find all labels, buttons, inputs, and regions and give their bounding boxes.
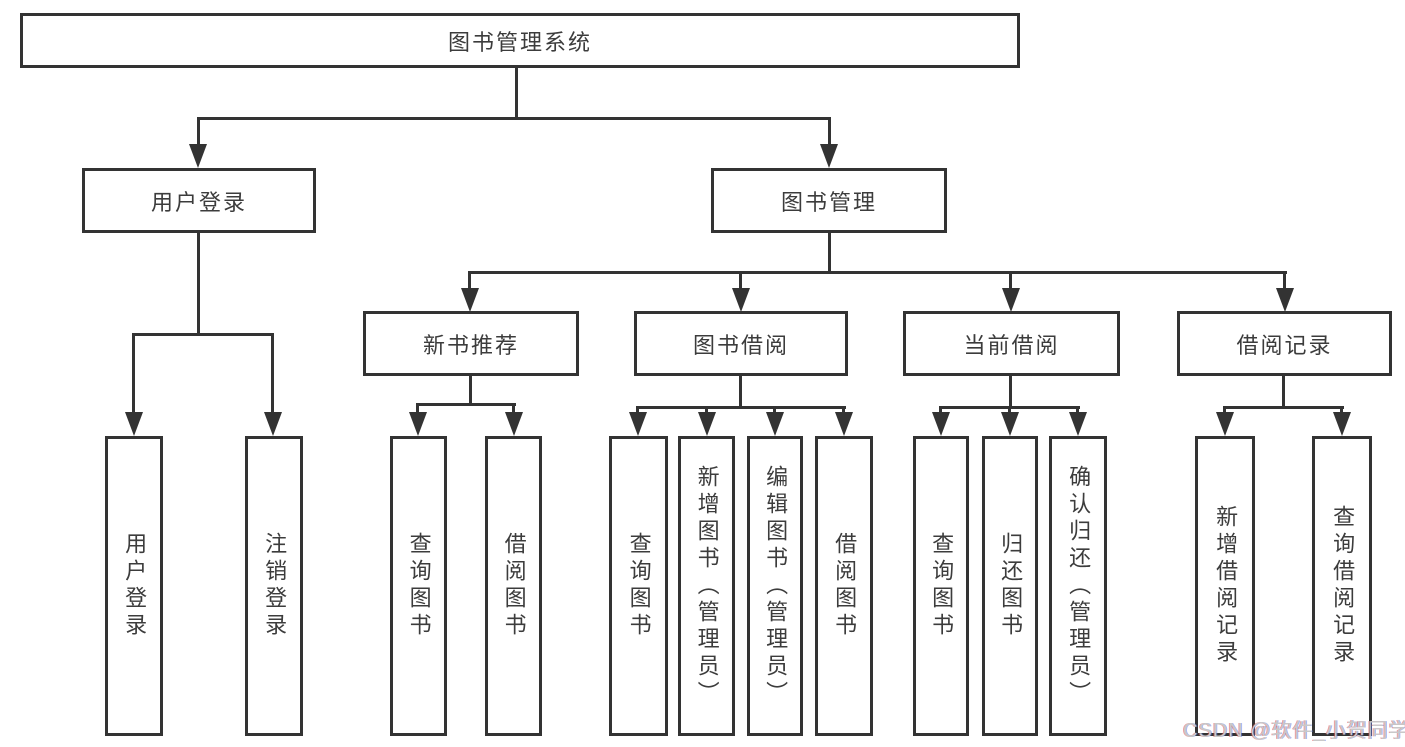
node-label: 借阅图书: [832, 532, 858, 640]
node-label: 查询图书: [929, 532, 955, 640]
edge-drop: [1340, 406, 1343, 415]
node-label: 图书管理系统: [447, 29, 592, 55]
node-label: 查询借阅记录: [1330, 505, 1356, 667]
node-op-borrow-books: 借阅图书: [815, 436, 873, 736]
arrow-down-icon: [1001, 412, 1019, 436]
edge-drop: [512, 403, 515, 415]
node-label: 注销登录: [262, 532, 288, 640]
node-op-logout: 注销登录: [245, 436, 303, 736]
node-current-borrowing: 当前借阅: [903, 311, 1120, 376]
node-label: 当前借阅: [963, 332, 1060, 358]
arrow-down-icon: [835, 412, 853, 436]
edge-drop: [773, 406, 776, 415]
node-label: 借阅图书: [501, 532, 527, 640]
edge-borrowing-records-hline: [1223, 406, 1344, 409]
arrow-down-icon: [1069, 412, 1087, 436]
arrow-down-icon: [1276, 288, 1294, 312]
node-op-query-books-borrowing: 查询图书: [609, 436, 668, 736]
csdn-watermark: CSDN @软件_小贺同学: [1183, 720, 1405, 742]
node-label: 用户登录: [150, 189, 247, 215]
arrow-down-icon: [409, 412, 427, 436]
edge-drop-current-borrowing: [1009, 271, 1012, 291]
edge-user-login-hline: [132, 333, 274, 336]
edge-drop-borrowing-records: [1283, 271, 1286, 291]
edge-drop: [636, 406, 639, 415]
node-op-query-books-current: 查询图书: [913, 436, 969, 736]
node-op-add-books-admin: 新增图书（管理员）: [678, 436, 735, 736]
arrow-down-icon: [125, 412, 143, 436]
node-label: 新增借阅记录: [1213, 505, 1239, 667]
edge-book-borrowing-stem: [739, 374, 742, 409]
edge-current-borrowing-stem: [1009, 374, 1012, 409]
node-label: 用户登录: [122, 532, 148, 640]
arrow-down-icon: [766, 412, 784, 436]
node-user-login: 用户登录: [82, 168, 316, 233]
edge-root-stem: [515, 66, 518, 119]
edge-drop-user-login: [197, 117, 200, 147]
arrow-down-icon: [698, 412, 716, 436]
arrow-down-icon: [264, 412, 282, 436]
node-label: 新增图书（管理员）: [694, 464, 720, 708]
node-op-add-borrow-record: 新增借阅记录: [1195, 436, 1255, 736]
edge-book-management-stem: [828, 231, 831, 274]
arrow-down-icon: [1333, 412, 1351, 436]
node-label: 新书推荐: [422, 332, 519, 358]
edge-drop: [842, 406, 845, 415]
edge-drop: [1223, 406, 1226, 415]
node-label: 借阅记录: [1236, 332, 1333, 358]
node-book-borrowing: 图书借阅: [634, 311, 848, 376]
edge-drop: [1008, 406, 1011, 415]
node-op-user-login: 用户登录: [105, 436, 163, 736]
edge-drop-logout-op: [271, 333, 274, 415]
node-label: 图书管理: [780, 189, 877, 215]
node-op-confirm-return-admin: 确认归还（管理员）: [1049, 436, 1107, 736]
edge-drop: [705, 406, 708, 415]
node-label: 编辑图书（管理员）: [763, 464, 789, 708]
edge-drop: [939, 406, 942, 415]
node-book-management: 图书管理: [711, 168, 947, 233]
node-op-query-books-recommend: 查询图书: [390, 436, 447, 736]
edge-drop-book-management: [828, 117, 831, 147]
arrow-down-icon: [732, 288, 750, 312]
edge-borrowing-records-stem: [1282, 374, 1285, 409]
node-borrowing-records: 借阅记录: [1177, 311, 1392, 376]
arrow-down-icon: [461, 288, 479, 312]
arrow-down-icon: [1216, 412, 1234, 436]
node-label: 查询图书: [406, 532, 432, 640]
arrow-down-icon: [629, 412, 647, 436]
arrow-down-icon: [189, 144, 207, 168]
node-label: 图书借阅: [692, 332, 789, 358]
edge-drop: [416, 403, 419, 415]
edge-drop-login-op: [132, 333, 135, 415]
edge-new-book-stem: [469, 374, 472, 406]
node-op-query-borrow-record: 查询借阅记录: [1312, 436, 1372, 736]
edge-drop: [1076, 406, 1079, 415]
edge-drop-book-borrowing: [739, 271, 742, 291]
edge-drop-new-book: [468, 271, 471, 291]
edge-new-book-hline: [417, 403, 516, 406]
node-new-book-recommend: 新书推荐: [363, 311, 579, 376]
node-library-management-system: 图书管理系统: [20, 13, 1020, 68]
edge-root-hline: [197, 117, 831, 120]
node-label: 确认归还（管理员）: [1066, 464, 1092, 708]
edge-user-login-stem: [197, 231, 200, 336]
arrow-down-icon: [820, 144, 838, 168]
node-op-edit-books-admin: 编辑图书（管理员）: [747, 436, 803, 736]
node-label: 归还图书: [998, 532, 1024, 640]
edge-book-borrowing-hline: [636, 406, 846, 409]
node-op-borrow-books-recommend: 借阅图书: [485, 436, 542, 736]
edge-book-management-hline: [469, 271, 1287, 274]
arrow-down-icon: [1002, 288, 1020, 312]
arrow-down-icon: [505, 412, 523, 436]
node-label: 查询图书: [626, 532, 652, 640]
node-op-return-books: 归还图书: [982, 436, 1038, 736]
arrow-down-icon: [932, 412, 950, 436]
